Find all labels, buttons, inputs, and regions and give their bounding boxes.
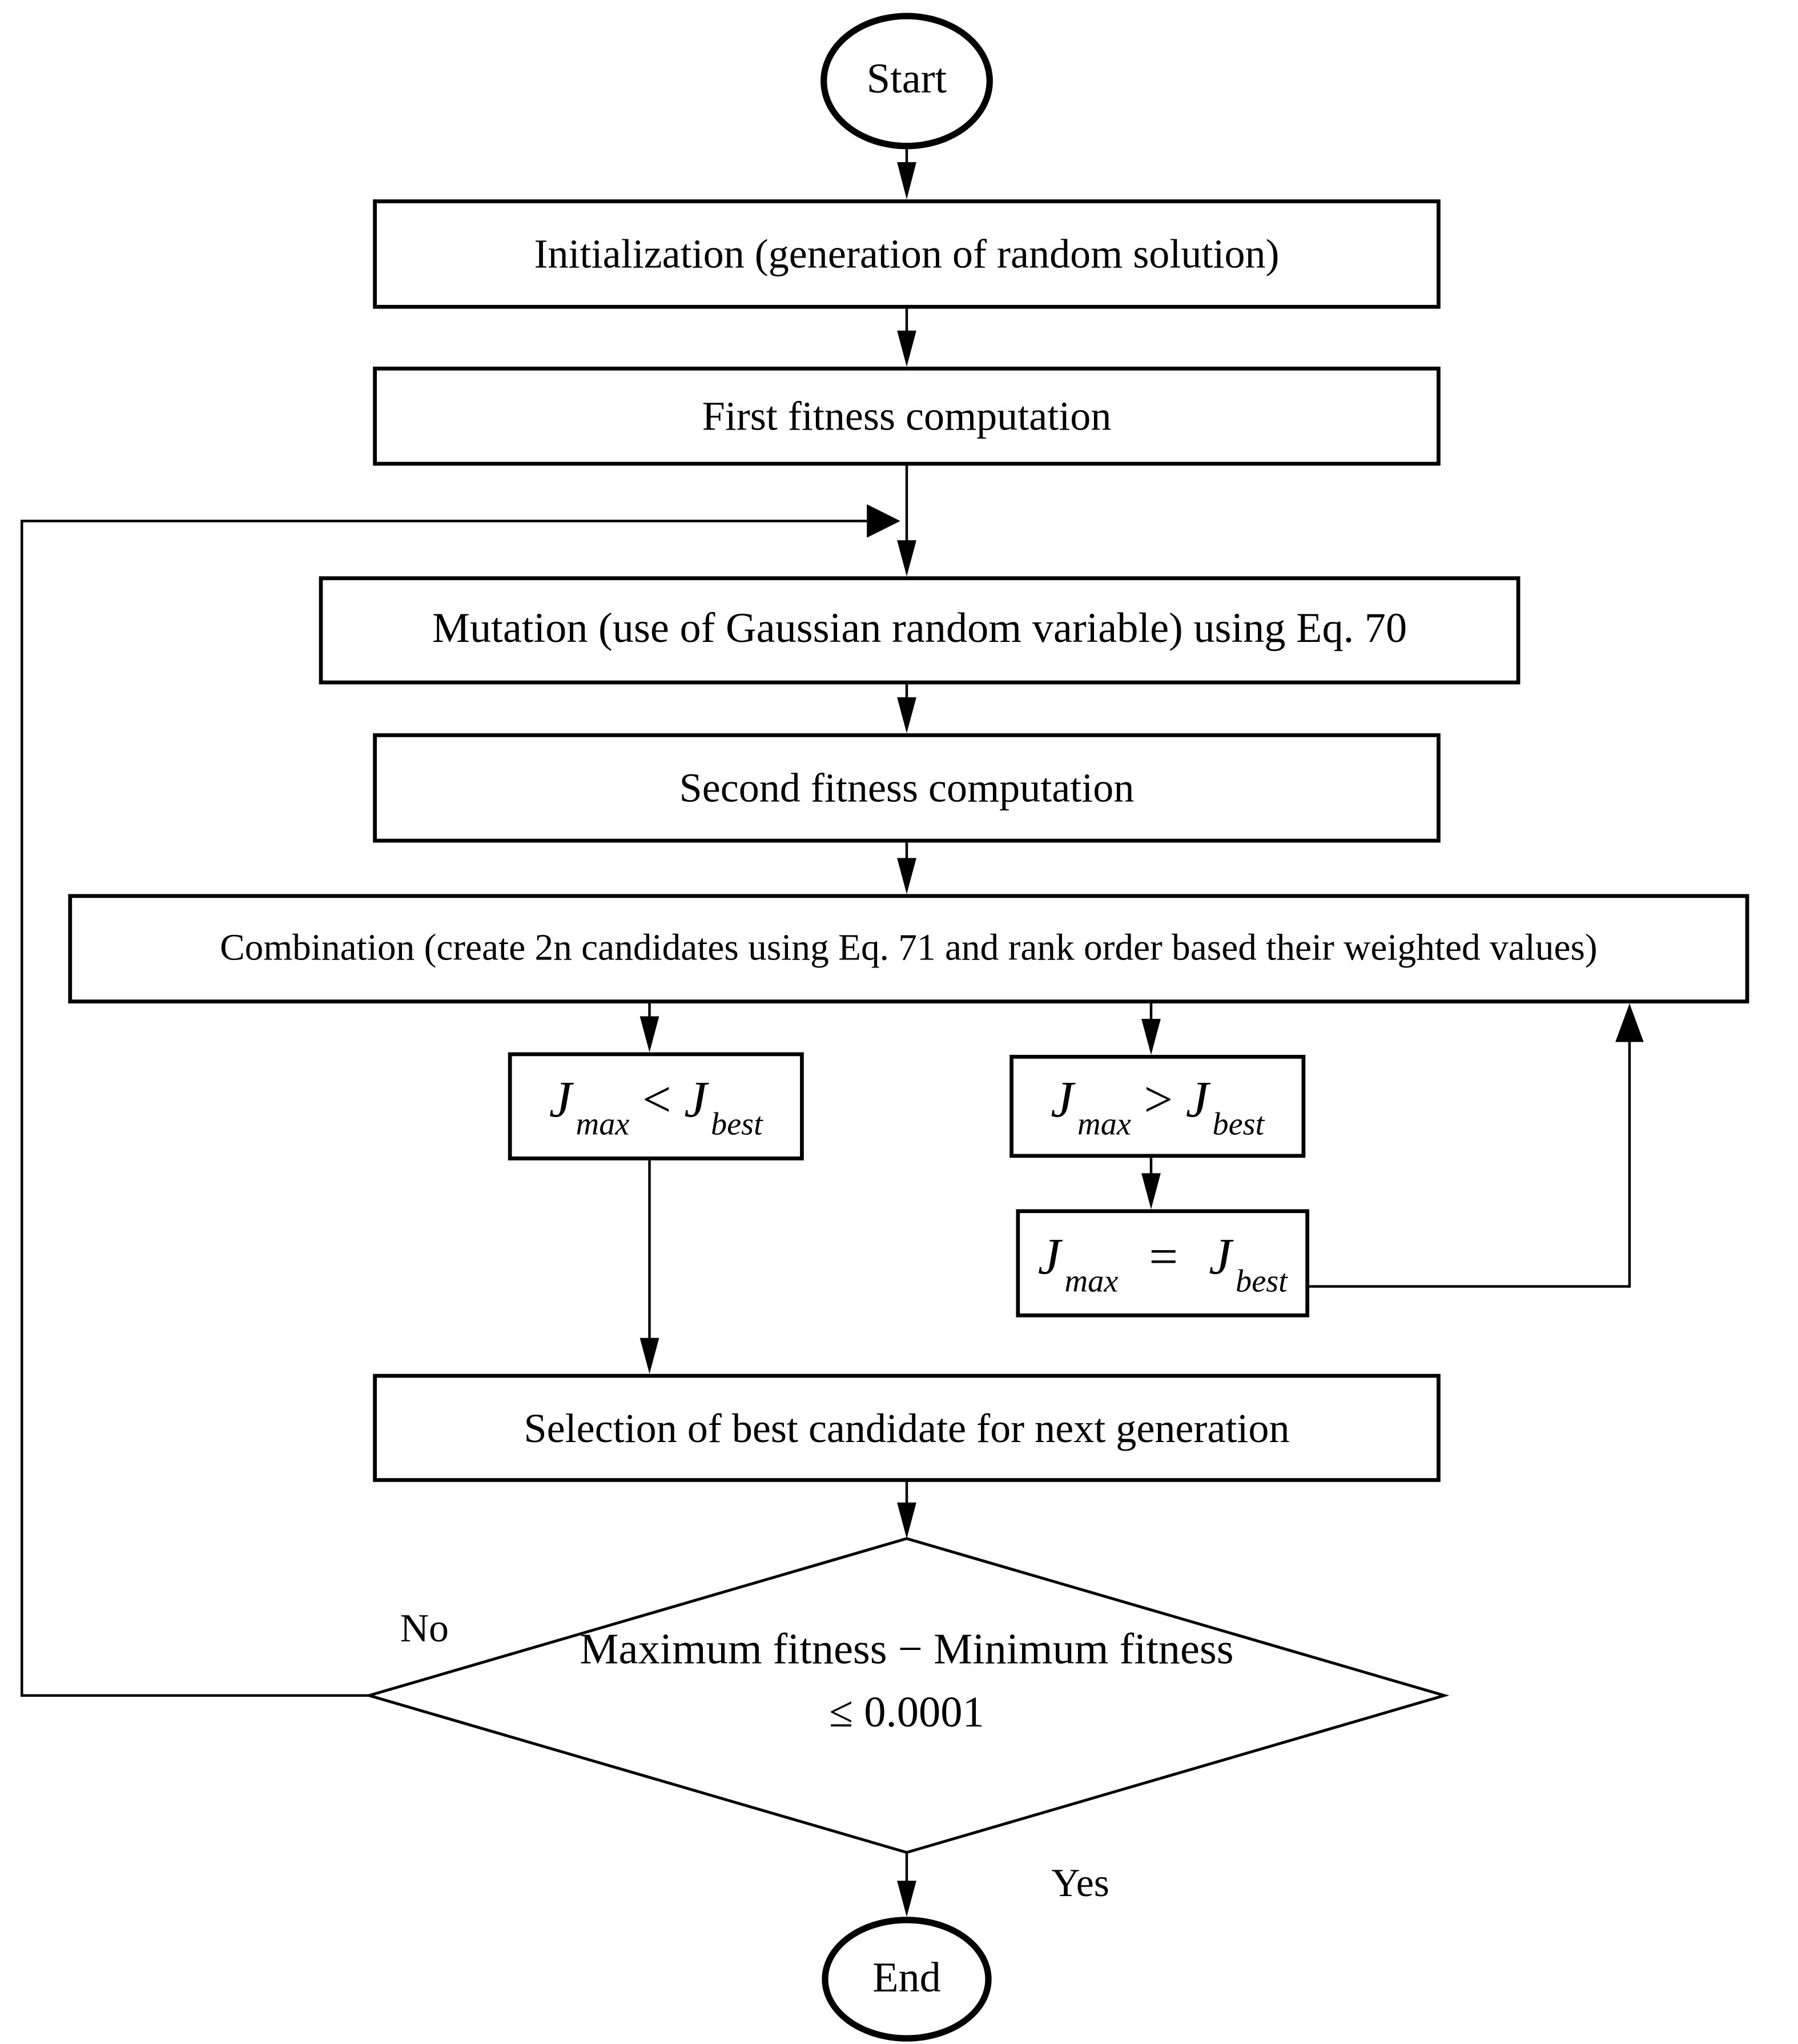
yes-branch-label: Yes [1051,1860,1109,1905]
end-label: End [872,1954,941,2001]
edge-initialization-first-fitness [897,308,916,367]
j-var: J [1051,1070,1074,1129]
node-end: End [822,1917,992,2042]
edge-jmax-eq-combination [1309,1003,1644,1288]
j-subscript: max [576,1107,630,1143]
edge-first-fitness-mutation [897,465,916,577]
node-second-fitness: Second fitness computation [373,733,1441,843]
arrowhead-up-icon [1615,1003,1644,1042]
arrowhead-down-icon [897,162,916,200]
j-subscript: max [1077,1107,1131,1143]
arrowhead-down-icon [1141,1173,1161,1210]
node-initialization: Initialization (generation of random sol… [373,199,1441,309]
arrowhead-down-icon [897,697,916,733]
j-var: J [684,1070,707,1129]
arrowhead-down-icon [639,1338,659,1374]
equals-operator: = [1149,1227,1178,1286]
decision-line2: ≤ 0.0001 [829,1689,984,1737]
no-branch-label: No [400,1605,449,1651]
node-combination: Combination (create 2n candidates using … [68,894,1749,1003]
j-var: J [1185,1070,1209,1129]
edge-start-initialization [897,149,916,200]
node-mutation: Mutation (use of Gaussian random variabl… [319,576,1521,685]
start-label: Start [866,57,947,103]
edge-jmax-lt-selection [639,1160,659,1374]
combination-label: Combination (create 2n candidates using … [220,927,1598,969]
initialization-label: Initialization (generation of random sol… [534,230,1280,277]
j-subscript: best [1236,1264,1288,1300]
j-var: J [1037,1227,1061,1286]
j-subscript: best [711,1107,763,1143]
j-var: J [549,1070,572,1129]
edge-mutation-second-fitness [897,684,916,733]
node-start: Start [820,13,993,150]
arrowhead-right-icon [867,504,900,538]
arrowhead-down-icon [897,330,916,367]
less-than-operator: < [642,1070,671,1129]
decision-line1: Maximum fitness − Minimum fitness [580,1626,1234,1674]
edge-jmax-gt-jmax-eq [1141,1158,1161,1210]
edge-selection-decision [897,1481,916,1539]
edge-second-fitness-combination [897,842,916,894]
edge-decision-no-loop [21,504,900,1697]
first-fitness-label: First fitness computation [702,392,1112,439]
mutation-label: Mutation (use of Gaussian random variabl… [432,605,1407,653]
node-first-fitness: First fitness computation [373,366,1441,466]
greater-than-operator: > [1144,1070,1173,1129]
selection-label: Selection of best candidate for next gen… [524,1404,1290,1451]
j-var: J [1209,1227,1232,1286]
j-subscript: max [1064,1264,1119,1300]
edge-combination-jmax-gt [1141,1003,1161,1055]
j-subscript: best [1212,1107,1265,1143]
arrowhead-down-icon [1141,1018,1161,1055]
arrowhead-down-icon [897,858,916,894]
arrowhead-down-icon [639,1016,659,1053]
second-fitness-label: Second fitness computation [679,764,1135,811]
edge-decision-end [897,1852,916,1917]
decision-label: Maximum fitness − Minimum fitness ≤ 0.00… [392,1619,1421,1745]
arrowhead-down-icon [897,1881,916,1917]
node-selection: Selection of best candidate for next gen… [373,1374,1441,1482]
arrowhead-down-icon [897,1502,916,1539]
edge-combination-jmax-lt [639,1003,659,1053]
arrowhead-down-icon [897,540,916,577]
